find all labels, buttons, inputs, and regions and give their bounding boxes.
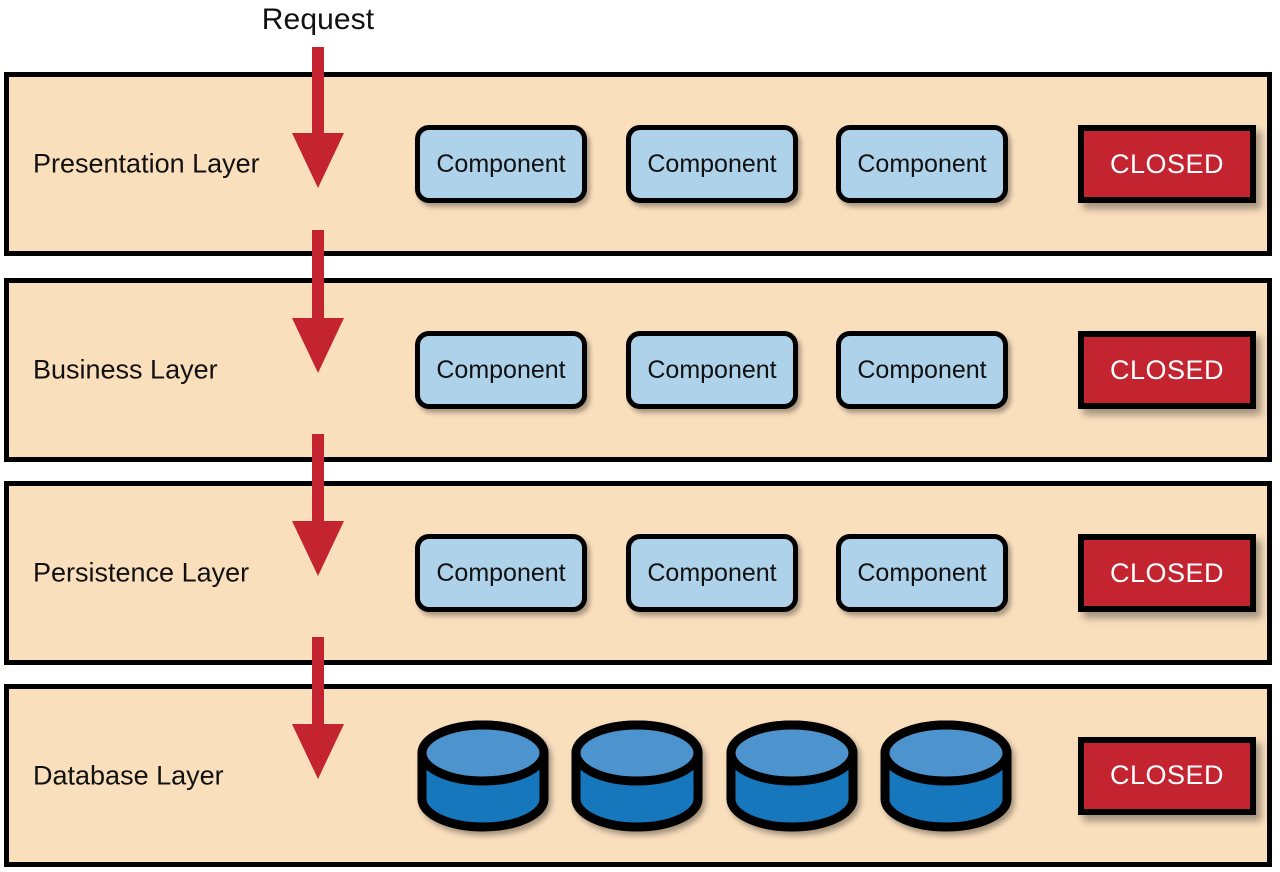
status-badge-closed: CLOSED bbox=[1078, 125, 1256, 203]
layer-band-persistence: Persistence Layer Component Component Co… bbox=[4, 481, 1272, 665]
database-cylinder-icon[interactable] bbox=[880, 720, 1012, 832]
component-box[interactable]: Component bbox=[415, 125, 587, 203]
database-cylinder-icon[interactable] bbox=[417, 720, 549, 832]
request-label: Request bbox=[261, 3, 375, 36]
component-box[interactable]: Component bbox=[836, 125, 1008, 203]
layer-title-business: Business Layer bbox=[33, 354, 218, 385]
component-box[interactable]: Component bbox=[626, 331, 798, 409]
layer-title-presentation: Presentation Layer bbox=[33, 148, 260, 179]
database-cylinder-icon[interactable] bbox=[726, 720, 858, 832]
component-box[interactable]: Component bbox=[415, 534, 587, 612]
component-box[interactable]: Component bbox=[626, 534, 798, 612]
layer-band-database: Database Layer bbox=[4, 684, 1272, 867]
layer-title-persistence: Persistence Layer bbox=[33, 557, 250, 588]
component-box[interactable]: Component bbox=[836, 534, 1008, 612]
status-badge-closed: CLOSED bbox=[1078, 736, 1256, 815]
layer-title-database: Database Layer bbox=[33, 760, 224, 790]
status-badge-closed: CLOSED bbox=[1078, 534, 1256, 612]
component-box[interactable]: Component bbox=[626, 125, 798, 203]
component-box[interactable]: Component bbox=[836, 331, 1008, 409]
layer-band-presentation: Presentation Layer Component Component C… bbox=[4, 72, 1272, 256]
database-cylinder-icon[interactable] bbox=[571, 720, 703, 832]
component-box[interactable]: Component bbox=[415, 331, 587, 409]
layer-band-business: Business Layer Component Component Compo… bbox=[4, 278, 1272, 462]
status-badge-closed: CLOSED bbox=[1078, 331, 1256, 409]
